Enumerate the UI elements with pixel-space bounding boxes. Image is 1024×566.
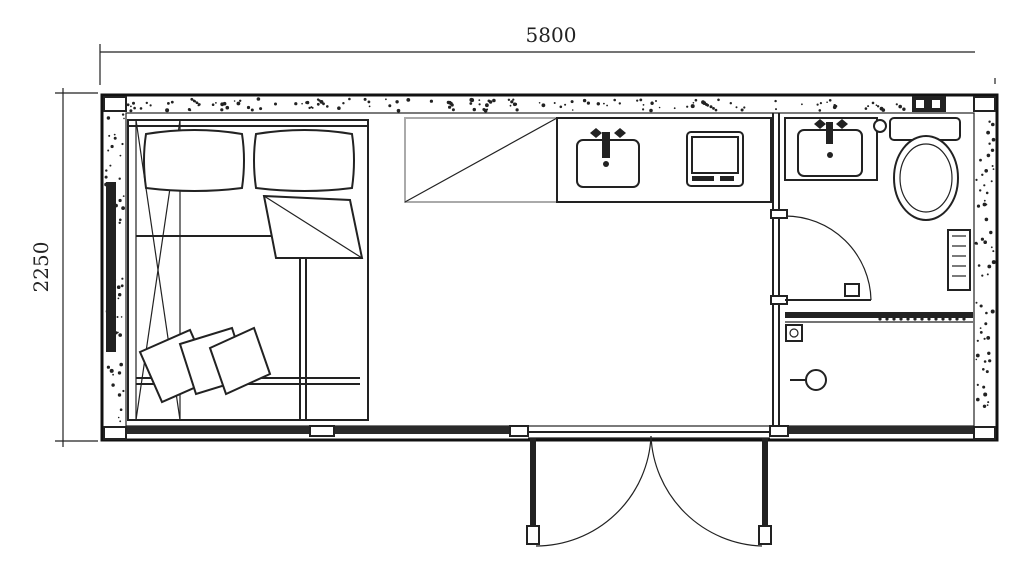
bathroom-door-swing <box>784 215 872 301</box>
kitchen-sink-icon <box>576 128 640 188</box>
appliance-icon <box>686 131 744 187</box>
shower-head-icon <box>790 369 827 391</box>
cushion-3-icon <box>208 326 272 396</box>
width-dimension-label: 5800 <box>526 23 577 47</box>
vent-icon <box>912 96 946 112</box>
shower-threshold-texture <box>878 317 966 321</box>
pillow-left-icon <box>143 129 245 192</box>
width-dimension: 5800 <box>99 23 996 85</box>
left-window <box>106 182 116 352</box>
bathroom-partition <box>770 113 973 426</box>
bathroom-basin-icon <box>784 117 878 181</box>
double-bed <box>127 119 369 421</box>
height-dimension-label: 2250 <box>29 242 53 293</box>
towel-rail-icon <box>947 229 971 291</box>
left-door-swing <box>535 435 652 547</box>
right-door-swing <box>650 435 763 547</box>
height-dimension: 2250 <box>29 88 98 447</box>
kitchen-counter <box>404 117 772 203</box>
entrance-double-door <box>526 431 772 547</box>
toilet-icon <box>873 117 961 221</box>
pillow-right-icon <box>253 129 355 192</box>
